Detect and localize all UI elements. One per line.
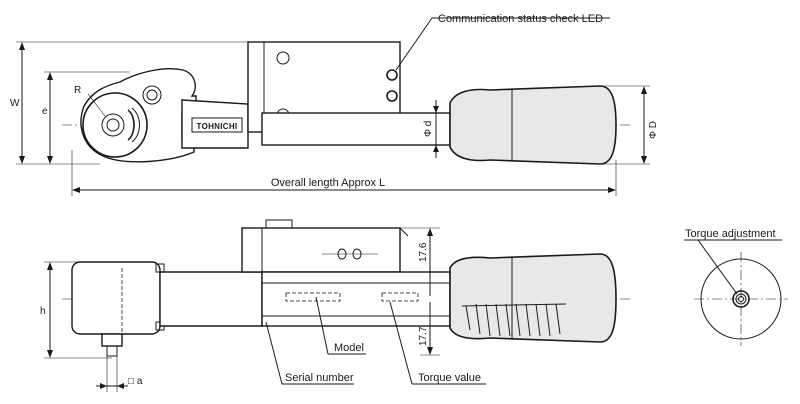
square-drive: [101, 333, 123, 347]
shaft: [261, 112, 451, 146]
side-head: [71, 261, 161, 335]
torque-adjust-mid: [735, 293, 747, 305]
h-arrow-bottom: [47, 350, 53, 358]
torque-adjust-inner: [738, 296, 744, 302]
box-screw-top: [276, 51, 290, 65]
torque-value-leader: [389, 301, 413, 385]
communication-led-label: Communication status check LED: [438, 13, 603, 25]
d176-arrow: [427, 228, 433, 236]
phi-d-arrow-top: [433, 106, 439, 113]
a-arrow-right: [117, 383, 124, 389]
radius-leader: [87, 93, 106, 117]
serial-number-label: Serial number: [285, 372, 354, 384]
release-button-outer: [142, 85, 162, 105]
torque-value-plate: [381, 292, 419, 302]
side-box-cap: [265, 219, 293, 229]
side-view: h 17.6 17.7 □ a Model Serial number Torq…: [40, 219, 630, 392]
lower-offset-label: 17.7: [418, 326, 429, 346]
phi-D-arrow-top: [641, 86, 647, 94]
side-shaft: [261, 271, 451, 327]
side-box: [241, 227, 401, 273]
radius-label: R: [74, 85, 81, 96]
h-label: h: [40, 306, 46, 317]
ratchet-head-radius: [82, 92, 148, 158]
side-box-bevel: [399, 227, 409, 237]
drive-outer-ring: [101, 113, 125, 137]
h-arrow-top: [47, 262, 53, 270]
upper-offset-label: 17.6: [418, 242, 429, 262]
led-lower: [386, 90, 398, 102]
led-upper: [386, 69, 398, 81]
d177-arrow: [427, 347, 433, 355]
w-arrow-bottom: [19, 156, 25, 164]
grip-rib-top: [461, 303, 567, 307]
phi-d-arrow-bottom: [433, 145, 439, 152]
led-leader: [395, 17, 433, 71]
drive-inner-ring: [106, 118, 120, 132]
w-arrow-top: [19, 42, 25, 50]
length-arrow-right: [608, 187, 616, 193]
end-view: Torque adjustment: [684, 228, 788, 346]
direction-switch: [127, 109, 135, 141]
phi-D-label: Φ D: [648, 121, 659, 139]
e-arrow-bottom: [47, 156, 53, 164]
overall-length-label: Overall length Approx L: [271, 177, 385, 189]
ratchet-head: [80, 68, 197, 163]
a-arrow-left: [100, 383, 107, 389]
torque-adjustment-label: Torque adjustment: [685, 228, 776, 240]
top-view: R TOHNICHI W e Φ d: [10, 13, 659, 196]
side-neck: [159, 271, 263, 327]
serial-leader: [265, 321, 283, 385]
brand-logo-text: TOHNICHI: [197, 122, 238, 131]
model-label: Model: [334, 342, 364, 354]
model-leader: [315, 296, 329, 355]
side-grip: [449, 253, 617, 343]
model-plate: [285, 292, 341, 302]
w-label: W: [10, 98, 20, 109]
phi-d-label: Φ d: [423, 121, 434, 137]
grip: [449, 85, 617, 165]
square-drive-tip: [106, 345, 118, 357]
length-arrow-left: [72, 187, 80, 193]
brand-plate: [191, 117, 243, 133]
e-label: e: [42, 106, 48, 117]
square-drive-label: □ a: [128, 376, 143, 387]
torque-value-label: Torque value: [418, 372, 481, 384]
torque-adjust-outer: [732, 290, 750, 308]
e-arrow-top: [47, 72, 53, 80]
grip-ribs: [465, 303, 561, 337]
torque-adjust-leader: [697, 239, 738, 295]
direction-switch-edge: [131, 107, 140, 143]
release-button-inner: [146, 89, 158, 101]
phi-D-arrow-bottom: [641, 156, 647, 164]
